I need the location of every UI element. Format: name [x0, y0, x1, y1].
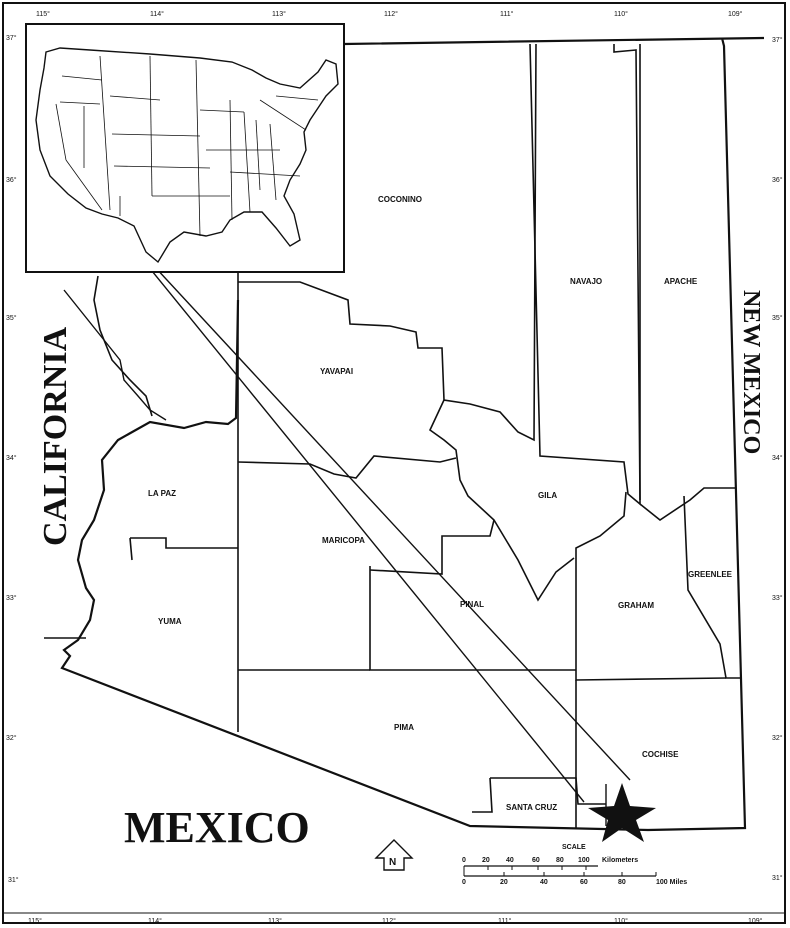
top-tick-115: 115° — [36, 10, 50, 18]
scale-mi-20: 20 — [500, 879, 508, 886]
county-cochise: COCHISE — [642, 750, 679, 759]
top-tick-112: 112° — [384, 10, 398, 18]
arizona-outline — [60, 36, 765, 832]
right-tick-32: 32° — [772, 734, 783, 742]
scale-km-unit: Kilometers — [602, 857, 638, 864]
left-tick-31: 31° — [8, 876, 19, 884]
scale-mi-60: 60 — [580, 879, 588, 886]
bottom-tick-112: 112° — [382, 917, 396, 925]
left-tick-36: 36° — [6, 176, 17, 184]
scale-title: SCALE — [562, 844, 586, 851]
scale-mi-0: 0 — [462, 879, 466, 886]
top-tick-labels: 115° 114° 113° 112° 111° 110° 109° — [36, 10, 743, 18]
bottom-tick-110: 110° — [614, 917, 628, 925]
scale-km-100: 100 — [578, 857, 590, 864]
scale-km-80: 80 — [556, 857, 564, 864]
left-tick-34: 34° — [6, 454, 17, 462]
scale-mi-40: 40 — [540, 879, 548, 886]
right-tick-34: 34° — [772, 454, 783, 462]
scale-mi-unit: 100 Miles — [656, 879, 687, 886]
county-gila: GILA — [538, 491, 557, 500]
usa-inset-map — [25, 23, 345, 273]
county-coconino: COCONINO — [378, 195, 422, 204]
scale-km-20: 20 — [482, 857, 490, 864]
usa-outline — [35, 47, 339, 264]
left-tick-37: 37° — [6, 34, 17, 42]
county-maricopa: MARICOPA — [322, 536, 365, 545]
county-navajo: NAVAJO — [570, 277, 602, 286]
inset-frame — [25, 23, 345, 273]
county-yuma: YUMA — [158, 617, 182, 626]
north-arrow-label: N — [389, 857, 396, 868]
county-boundaries — [129, 43, 740, 828]
colorado-river-upper — [93, 275, 153, 417]
left-tick-labels: 37° 36° 35° 34° 33° 32° 31° — [6, 34, 19, 884]
right-tick-35: 35° — [772, 314, 783, 322]
bottom-tick-labels: 115° 114° 113° 112° 111° 110° 109° — [28, 917, 763, 925]
county-greenlee: GREENLEE — [688, 570, 733, 579]
scale-mi-80: 80 — [618, 879, 626, 886]
top-tick-114: 114° — [150, 10, 164, 18]
bottom-tick-114: 114° — [148, 917, 162, 925]
right-tick-37: 37° — [772, 36, 783, 44]
scale-km-60: 60 — [532, 857, 540, 864]
county-labels: COCONINO NAVAJO APACHE YAVAPAI LA PAZ MA… — [148, 195, 733, 812]
right-tick-31: 31° — [772, 874, 783, 882]
scale-km-40: 40 — [506, 857, 514, 864]
bottom-tick-115: 115° — [28, 917, 42, 925]
top-tick-109: 109° — [728, 10, 743, 18]
county-pima: PIMA — [394, 723, 414, 732]
bottom-tick-111: 111° — [498, 917, 512, 925]
bottom-tick-113: 113° — [268, 917, 282, 925]
county-apache: APACHE — [664, 277, 698, 286]
scale-bar: SCALE 0 20 40 60 80 100 Kilometers 0 20 … — [462, 844, 687, 886]
north-arrow-icon — [374, 839, 414, 871]
state-new-mexico: NEW MEXICO — [738, 290, 764, 454]
county-graham: GRAHAM — [618, 601, 654, 610]
usa-state-lines — [55, 55, 319, 237]
county-pinal: PINAL — [460, 600, 484, 609]
state-california: CALIFORNIA — [37, 326, 74, 546]
north-arrow: N — [374, 839, 414, 871]
left-tick-35: 35° — [6, 314, 17, 322]
top-tick-113: 113° — [272, 10, 286, 18]
top-tick-111: 111° — [500, 10, 514, 18]
bottom-tick-109: 109° — [748, 917, 763, 925]
top-tick-110: 110° — [614, 10, 628, 18]
right-tick-labels: 37° 36° 35° 34° 33° 32° 31° — [772, 36, 783, 882]
scale-km-0: 0 — [462, 857, 466, 864]
county-la-paz: LA PAZ — [148, 489, 176, 498]
callout-lines — [103, 211, 631, 803]
left-tick-33: 33° — [6, 594, 17, 602]
right-tick-33: 33° — [772, 594, 783, 602]
county-santa-cruz: SANTA CRUZ — [506, 803, 557, 812]
california-nevada-border — [63, 289, 167, 421]
star-icon — [588, 783, 656, 842]
county-yavapai: YAVAPAI — [320, 367, 353, 376]
country-mexico: MEXICO — [124, 803, 310, 852]
left-tick-32: 32° — [6, 734, 17, 742]
right-tick-36: 36° — [772, 176, 783, 184]
